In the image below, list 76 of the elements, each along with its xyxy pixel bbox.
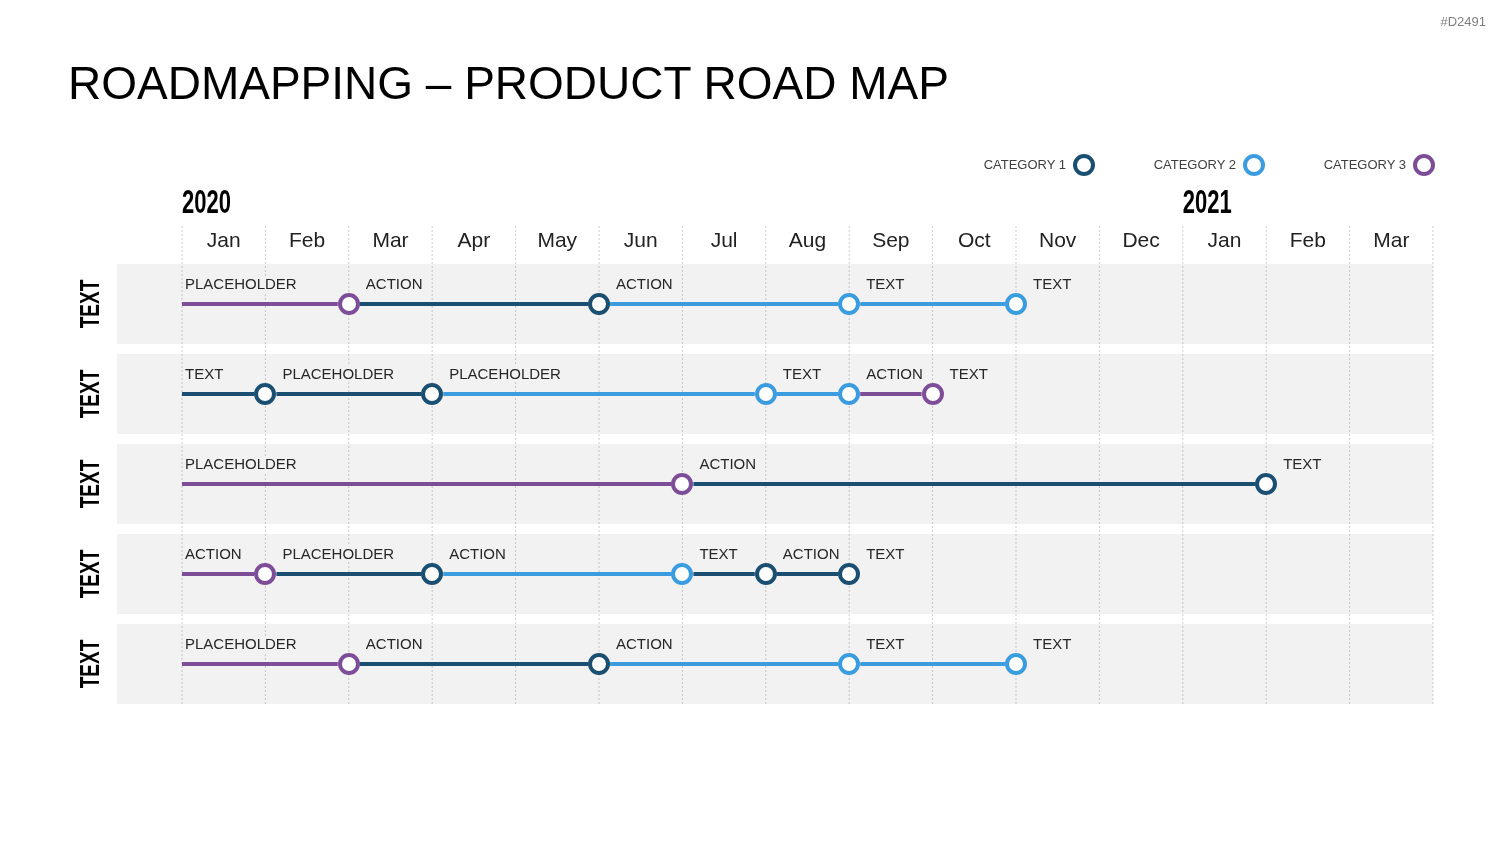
row-label: TEXT: [75, 459, 104, 509]
timeline-segment: [776, 392, 839, 396]
milestone-label: TEXT: [864, 636, 907, 652]
milestone-marker: [588, 293, 610, 315]
reference-code: #D2491: [1440, 13, 1486, 31]
milestone-marker: [754, 383, 777, 405]
row-label: TEXT: [75, 279, 104, 329]
timeline-segment: [443, 572, 672, 576]
timeline-segment: [276, 572, 422, 576]
milestone-label: ACTION: [614, 276, 675, 292]
milestone-label: ACTION: [363, 276, 425, 292]
timeline-segment: [776, 572, 839, 576]
segment-label: PLACEHOLDER: [183, 456, 299, 472]
milestone-label: PLACEHOLDER: [447, 366, 563, 382]
milestone-label: ACTION: [614, 636, 675, 652]
row-label: TEXT: [75, 549, 104, 599]
milestone-marker: [838, 563, 861, 585]
milestone-label: PLACEHOLDER: [280, 546, 397, 562]
timeline-segment: [610, 302, 839, 306]
milestone-marker: [838, 293, 861, 315]
legend-label: CATEGORY 3: [1323, 156, 1406, 175]
milestone-marker: [838, 383, 861, 405]
milestone-marker: [838, 653, 861, 675]
timeline-segment: [860, 302, 1005, 306]
milestone-marker: [254, 383, 277, 405]
timeline-segment: [610, 662, 839, 666]
milestone-label: TEXT: [864, 276, 907, 292]
legend-label: CATEGORY 2: [1153, 156, 1236, 175]
timeline-segment: [693, 572, 755, 576]
row-label: TEXT: [75, 639, 104, 689]
milestone-marker: [1005, 653, 1027, 675]
milestone-label: ACTION: [363, 636, 425, 652]
timeline-segment: [359, 302, 588, 306]
timeline-segment: [443, 392, 755, 396]
timeline-segment: [860, 392, 922, 396]
timeline-segment: [359, 662, 588, 666]
milestone-marker: [671, 473, 694, 495]
milestone-marker: [421, 563, 444, 585]
milestone-label: TEXT: [780, 366, 824, 382]
title: ROADMAPPING – PRODUCT ROAD MAP: [68, 60, 949, 106]
row-label: TEXT: [75, 369, 104, 419]
milestone-marker: [921, 383, 944, 405]
segment-label: PLACEHOLDER: [183, 276, 299, 292]
milestone-label: ACTION: [447, 546, 508, 562]
milestone-label: ACTION: [780, 546, 842, 562]
milestone-marker: [1255, 473, 1278, 495]
milestone-label: TEXT: [1031, 276, 1074, 292]
milestone-marker: [754, 563, 777, 585]
milestone-marker: [1005, 293, 1027, 315]
milestone-label: TEXT: [697, 546, 740, 562]
milestone-marker: [588, 653, 610, 675]
year-label: 2020: [182, 186, 231, 219]
milestone-label: TEXT: [1281, 456, 1324, 472]
timeline-segment: [182, 662, 338, 666]
milestone-marker: [671, 563, 694, 585]
milestone-marker: [337, 653, 360, 675]
milestone-label: ACTION: [864, 366, 925, 382]
milestone-label: TEXT: [864, 546, 907, 562]
timeline-segment: [182, 302, 338, 306]
milestone-label: PLACEHOLDER: [280, 366, 397, 382]
milestone-label: TEXT: [1031, 636, 1074, 652]
milestone-marker: [421, 383, 444, 405]
timeline-segment: [276, 392, 422, 396]
timeline-segment: [693, 482, 1256, 486]
milestone-marker: [337, 293, 360, 315]
milestone-label: TEXT: [947, 366, 990, 382]
milestone-marker: [254, 563, 277, 585]
year-label: 2021: [1182, 186, 1232, 219]
segment-label: ACTION: [183, 546, 244, 562]
legend-label: CATEGORY 1: [983, 156, 1066, 175]
timeline-segment: [182, 392, 255, 396]
segment-label: PLACEHOLDER: [183, 636, 299, 652]
segment-label: TEXT: [183, 366, 226, 382]
timeline-segment: [860, 662, 1005, 666]
timeline-segment: [182, 482, 672, 486]
timeline-segment: [182, 572, 255, 576]
